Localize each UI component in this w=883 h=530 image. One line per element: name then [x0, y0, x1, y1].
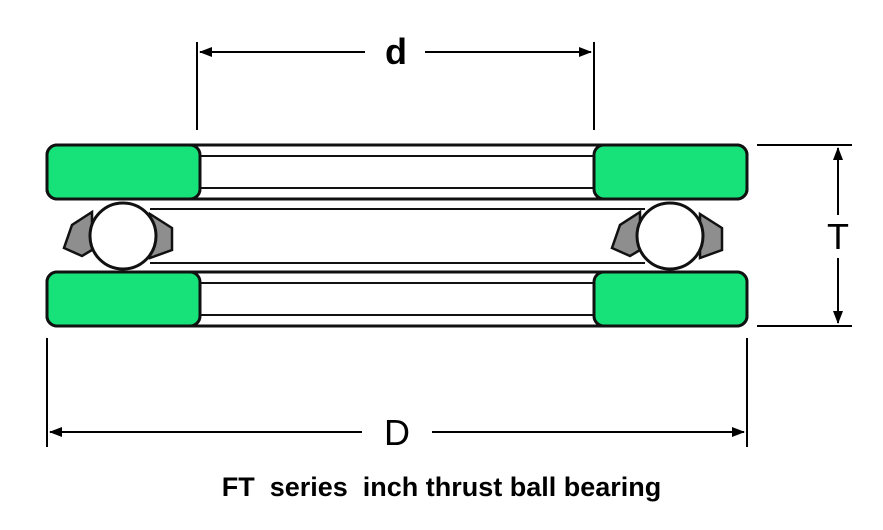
- left-ball: [88, 201, 158, 271]
- top-washer: [45, 143, 749, 201]
- diagram-caption: FT series inch thrust ball bearing: [221, 472, 662, 502]
- ball-cage-section: [62, 201, 724, 271]
- outer-diameter-dimension: D: [46, 338, 748, 453]
- inner-diameter-label: d: [385, 31, 407, 72]
- bottom-washer: [45, 270, 749, 328]
- right-ball: [635, 201, 705, 271]
- thickness-label: T: [827, 216, 849, 257]
- inner-diameter-dimension: d: [196, 31, 595, 130]
- outer-diameter-label: D: [384, 412, 410, 453]
- thickness-dimension: T: [757, 144, 852, 327]
